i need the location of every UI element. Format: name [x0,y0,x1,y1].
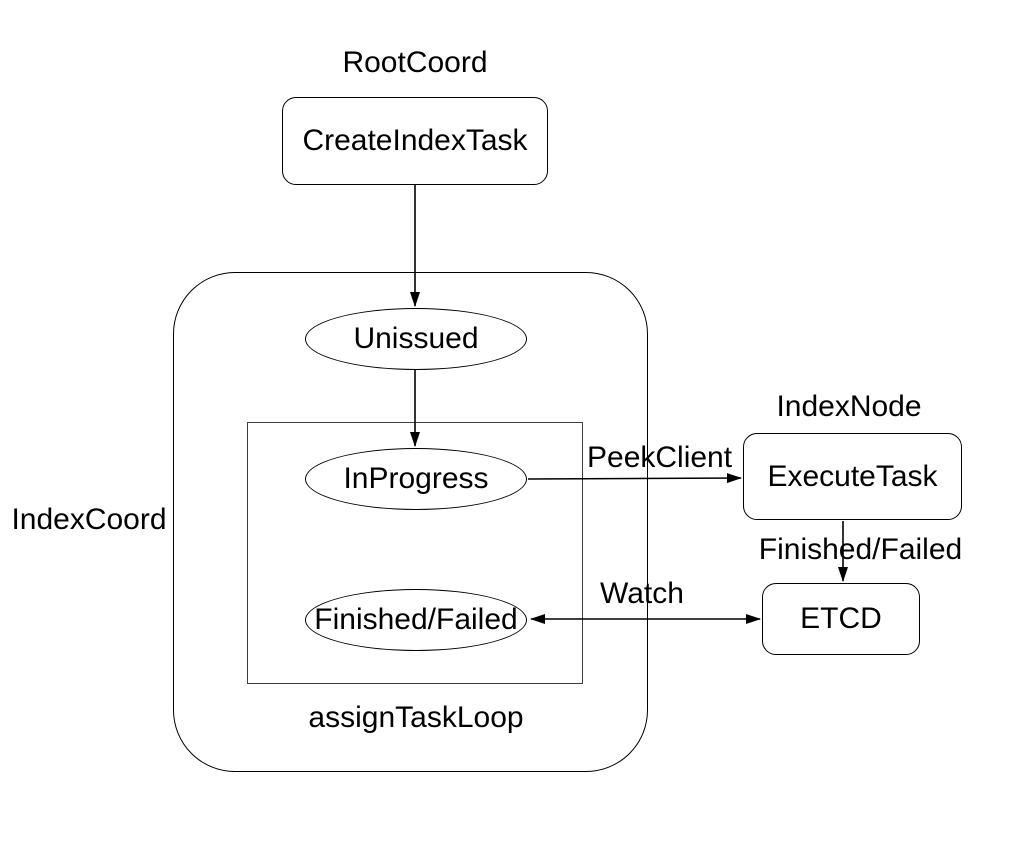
finished-failed-label: Finished/Failed [314,603,518,636]
etcd-label: ETCD [800,602,882,635]
in-progress-state: InProgress [305,448,527,510]
unissued-state: Unissued [305,308,527,370]
peek-client-edge-label: PeekClient [587,441,733,474]
etcd-node: ETCD [762,583,920,655]
index-node-label: IndexNode [776,390,922,423]
execute-task-label: ExecuteTask [767,459,938,493]
finished-failed-edge-label: Finished/Failed [758,533,963,566]
index-coord-label: IndexCoord [11,503,167,536]
assign-task-loop-label: assignTaskLoop [308,701,524,734]
unissued-label: Unissued [353,322,479,355]
in-progress-label: InProgress [343,462,489,495]
create-index-task-label: CreateIndexTask [302,124,528,157]
root-coord-label: RootCoord [342,46,488,79]
execute-task-node: ExecuteTask [743,433,962,520]
finished-failed-state: Finished/Failed [305,589,527,651]
create-index-task-node: CreateIndexTask [282,97,548,185]
index-coord-container [173,272,648,772]
watch-edge-label: Watch [600,577,684,610]
